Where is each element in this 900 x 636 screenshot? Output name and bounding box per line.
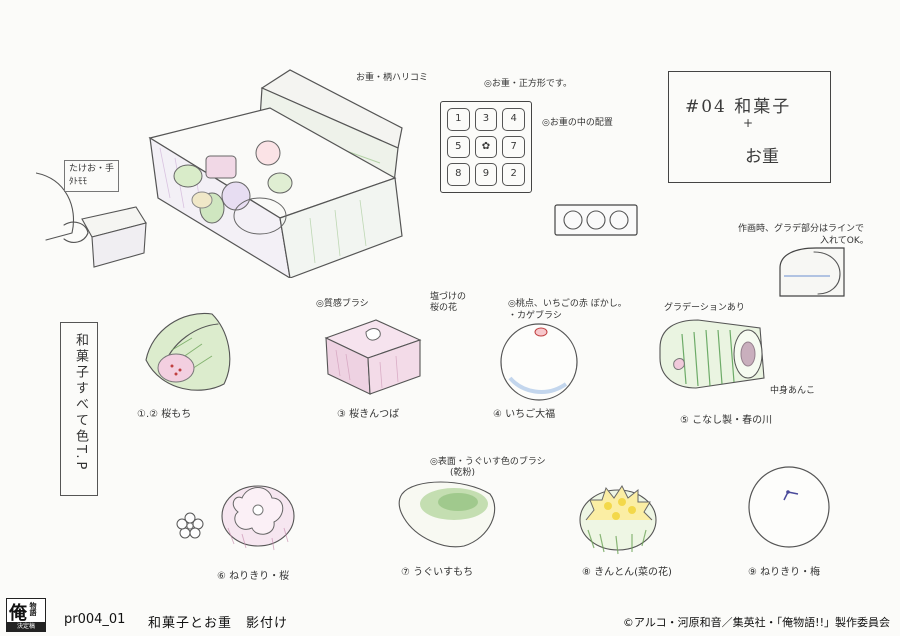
side-label-box: 和菓子すべて色T.P: [60, 322, 98, 496]
tray-slot: 4: [502, 108, 525, 131]
item-caption-ichigo-daifuku: ④ いちご大福: [493, 409, 556, 420]
jubako-box-illustration: [148, 69, 403, 278]
box-square-note: ◎お重・正方形です。: [484, 79, 572, 89]
ichigo-daifuku-illustration: [500, 323, 578, 401]
tray-slot: 1: [447, 108, 470, 131]
sakura-kintsuba-illustration: [324, 319, 422, 395]
tray-slot: 2: [502, 163, 525, 186]
title-card-plus: +: [743, 116, 754, 130]
texture-brush-note: ◎質感ブラシ: [316, 299, 369, 309]
tray-slot: 8: [447, 163, 470, 186]
ore-monogatari-logo: 俺 物語 決定稿: [6, 598, 46, 632]
cross-section-note: 作画時、グラデ部分はラインで: [738, 224, 865, 234]
tray-slot: 3: [474, 108, 498, 131]
sakura-mochi-illustration: [145, 312, 231, 391]
title-card-line1: #04 和菓子: [685, 97, 792, 117]
sheet-title: 和菓子とお重 影付け: [148, 616, 289, 631]
item-caption-konashi: ⑤ こなし製・春の川: [680, 415, 773, 426]
uguisu-surface-note-2: (乾粉): [450, 468, 476, 478]
layout-note: ◎お重の中の配置: [542, 118, 613, 128]
strawberry-note: ◎桃点、いちごの赤 ぼかし。: [508, 299, 627, 309]
nerikiri-ume-illustration: [748, 466, 830, 548]
konashi-haru-no-kawa-illustration: [659, 319, 765, 389]
sakura-flower-note: 塩づけの桜の花: [430, 292, 467, 313]
tray-slot: 7: [502, 135, 525, 159]
hand-holding-box-illustration: [36, 172, 147, 268]
hand-note-box: たけお・手 ﾀﾄﾓﾓ: [64, 160, 120, 192]
title-card-line2: お重: [745, 147, 779, 167]
item-caption-nerikiri-ume: ⑨ ねりきり・梅: [748, 567, 821, 578]
bean-paste-note: 中身あんこ: [770, 386, 816, 396]
sheet-code: pr004_01: [64, 612, 126, 627]
logo-big-glyph: 俺: [9, 603, 27, 624]
tray-slot: 5: [447, 135, 470, 159]
uguisu-surface-note: ◎表面・うぐいす色のブラシ: [430, 457, 546, 467]
item-caption-uguisu-mochi: ⑦ うぐいすもち: [401, 567, 474, 578]
copyright-notice: ©アルコ・河原和音／集英社・「俺物語!!」製作委員会: [622, 616, 890, 629]
strawberry-note-2: ・カゲブラシ: [508, 311, 562, 321]
gradation-note: グラデーションあり: [664, 303, 745, 313]
tray-slot: 9: [474, 163, 498, 186]
side-label: 和菓子すべて色T.P: [73, 333, 88, 473]
logo-tag: 決定稿: [7, 622, 45, 631]
footer-bar: 俺 物語 決定稿 pr004_01 和菓子とお重 影付け ©アルコ・河原和音／集…: [0, 598, 900, 636]
sakura-blossom-icon: [176, 512, 204, 539]
tray-layout-grid: 1 3 4 5 ✿ 7 8 9 2: [440, 101, 532, 193]
item-caption-sakura-kintsuba: ③ 桜きんつば: [337, 409, 400, 420]
box-lid-note: お重・柄ハリコミ: [356, 73, 429, 83]
cross-section-note-2: 入れてOK。: [820, 236, 869, 246]
tray-side-view: [554, 204, 638, 236]
logo-small-text: 物語: [29, 602, 37, 616]
hand-note-2: ﾀﾄﾓﾓ: [69, 177, 88, 187]
nerikiri-sakura-illustration: [221, 485, 295, 551]
hand-note: たけお・手: [69, 164, 115, 174]
uguisu-mochi-illustration: [398, 481, 496, 548]
title-card: #04 和菓子 + お重: [668, 71, 831, 183]
item-caption-sakura-mochi: ①.② 桜もち: [137, 409, 192, 420]
item-caption-nerikiri-sakura: ⑥ ねりきり・桜: [217, 571, 290, 582]
kinton-nanohana-illustration: [579, 485, 657, 555]
cross-section-illustration: [779, 247, 845, 297]
tray-slot: ✿: [474, 135, 498, 159]
item-caption-kinton: ⑧ きんとん(菜の花): [582, 567, 672, 578]
